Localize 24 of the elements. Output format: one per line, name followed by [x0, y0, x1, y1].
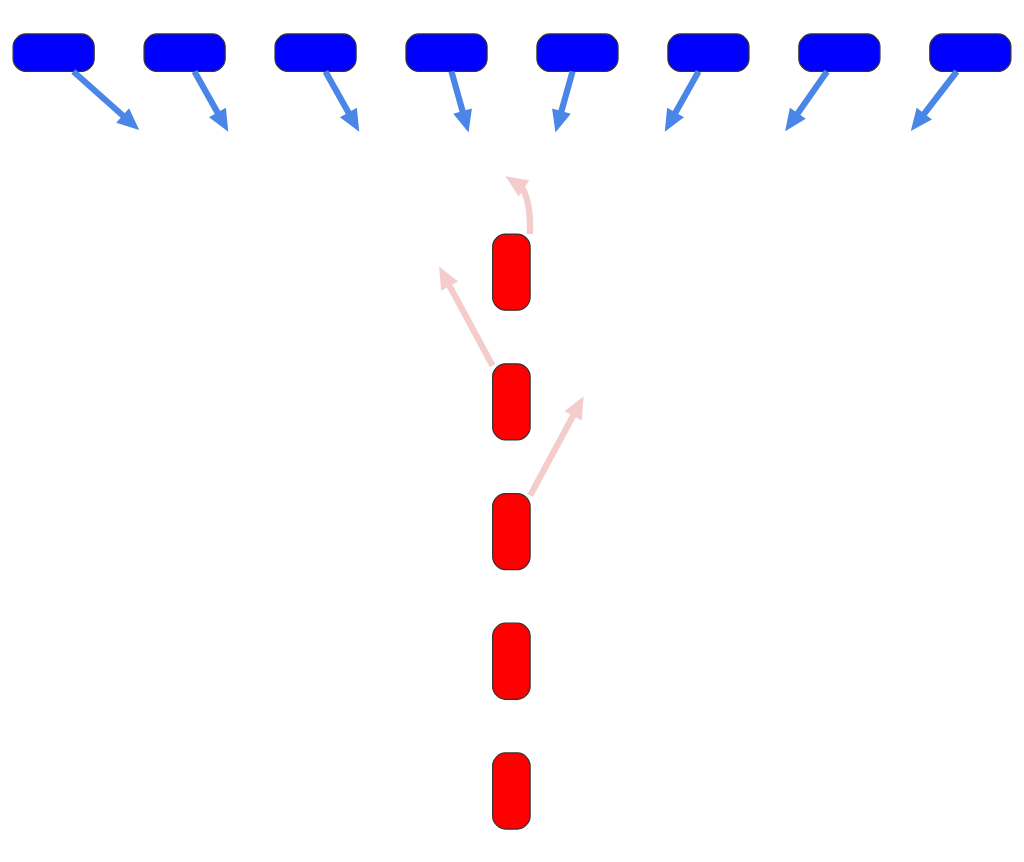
node-box — [492, 622, 531, 700]
arrow — [322, 69, 360, 132]
node-box — [143, 32, 226, 72]
node-box — [405, 32, 488, 72]
arrow — [527, 395, 584, 497]
arrow — [785, 69, 830, 131]
arrow — [910, 69, 960, 131]
node-box — [12, 32, 95, 72]
node-box — [492, 492, 531, 570]
node-box — [929, 32, 1012, 72]
node-box — [492, 751, 531, 830]
node-box — [667, 32, 750, 72]
node-box — [536, 32, 619, 72]
arrow — [664, 69, 702, 132]
node-box — [274, 32, 357, 72]
arrow — [191, 69, 229, 132]
arrow — [505, 175, 534, 234]
node-box — [492, 232, 531, 311]
arrow — [71, 68, 140, 130]
node-box — [492, 362, 531, 440]
arrow — [448, 70, 472, 132]
arrow — [439, 266, 496, 367]
node-box — [798, 32, 881, 72]
arrow — [552, 70, 576, 132]
